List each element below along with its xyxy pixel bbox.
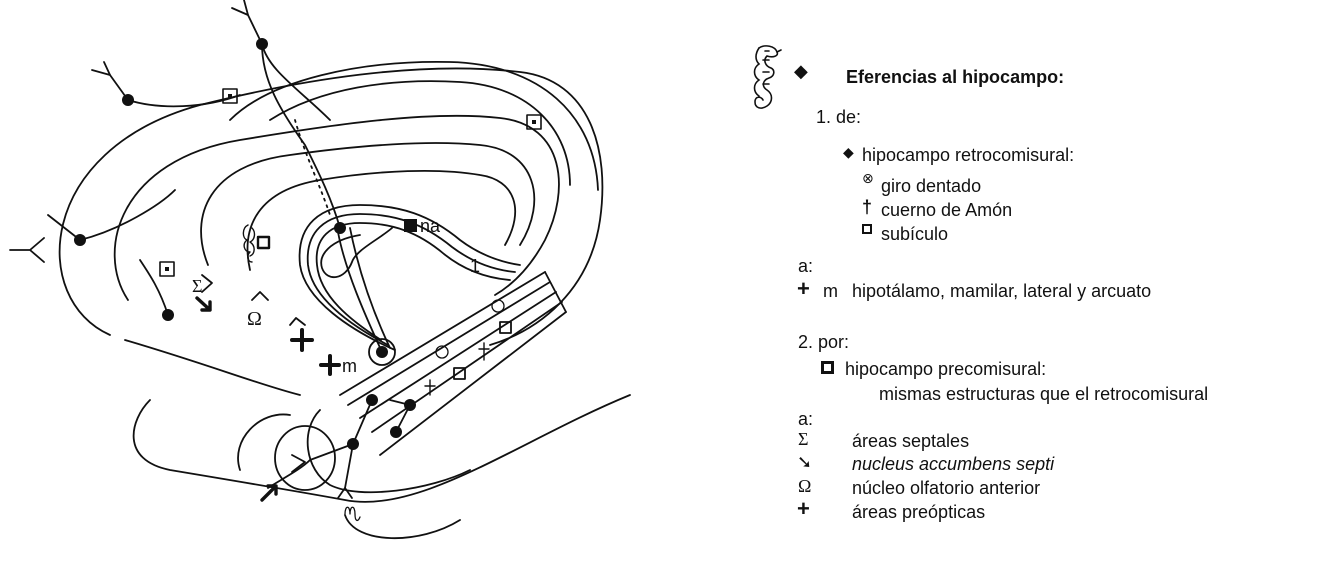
septal-hook (321, 228, 392, 277)
legend-title: Eferencias al hipocampo: (846, 68, 1064, 86)
lower-fiber-3 (345, 444, 353, 488)
hippocampal-efferents-diagram: na 1 m Σ Ω (0, 0, 650, 561)
section-2-a-label: a: (798, 410, 813, 428)
accumbens-arrow-icon: ➘ (797, 453, 812, 471)
lower-fiber-4 (268, 460, 310, 488)
terminal-dot-5 (334, 222, 346, 234)
fiber-1 (248, 15, 330, 120)
section-1-a-label: a: (798, 257, 813, 275)
synapse-3 (10, 238, 44, 262)
open-square-icon (862, 224, 872, 234)
section-1-target: hipotálamo, mamilar, lateral y arcuato (852, 282, 1151, 300)
target-nucleus-accumbens: nucleus accumbens septi (852, 455, 1054, 473)
target-preoptic-areas: áreas preópticas (852, 503, 985, 521)
hippocampal-tract-5 (380, 312, 566, 455)
accumbens-arrow (197, 298, 210, 310)
omega-icon: Ω (798, 477, 811, 495)
sigma-icon: Σ (798, 430, 808, 448)
section-1-item-2: cuerno de Amón (881, 201, 1012, 219)
terminal-dot-1 (256, 38, 268, 50)
brainstem-outline (125, 340, 300, 395)
diamond-icon: ◆ (794, 62, 808, 80)
target-olfactory-nucleus: núcleo olfatorio anterior (852, 479, 1040, 497)
lower-outline (134, 395, 630, 502)
precommissural-square (258, 237, 269, 248)
section-1-item-1: giro dentado (881, 177, 981, 195)
dentate-marker-1 (492, 300, 504, 312)
legend-panel: ◆ Eferencias al hipocampo: 1. de: ◆ hipo… (735, 0, 1318, 561)
amygdala-body (275, 426, 335, 490)
section-2-source-detail: mismas estructuras que el retrocomisural (879, 385, 1208, 403)
section-1-source: hipocampo retrocomisural: (862, 146, 1074, 164)
fiber-4 (140, 260, 168, 315)
filled-square-marker (404, 219, 417, 232)
plus-icon: + (797, 278, 810, 300)
label-m: m (342, 356, 357, 376)
label-na: na (420, 216, 441, 236)
amygdala-contour (238, 414, 290, 470)
dagger-marker-2 (425, 380, 435, 395)
dotted-fiber (295, 120, 330, 215)
dagger-icon: † (862, 198, 872, 216)
section-2-source: hipocampo precomisural: (845, 360, 1046, 378)
terminal-dot-3 (74, 234, 86, 246)
hippocampal-tract-4 (372, 302, 562, 432)
synapse-1 (232, 0, 248, 15)
diagram-canvas: na 1 m Σ Ω (0, 0, 650, 561)
plus-marker-1 (292, 330, 312, 350)
diamond-icon: ◆ (843, 145, 854, 159)
label-sigma: Σ (192, 276, 202, 296)
terminal-dot-2 (122, 94, 134, 106)
section-1-target-symbol: m (823, 282, 838, 300)
label-omega: Ω (247, 308, 262, 330)
synapse-7 (252, 292, 268, 300)
plus-marker-2 (321, 356, 339, 374)
label-one: 1 (470, 256, 480, 276)
section-1-item-3: subículo (881, 225, 948, 243)
synapse-8 (290, 318, 305, 325)
terminal-dot-4 (162, 309, 174, 321)
dentate-gyrus-icon: ⊗ (862, 171, 874, 185)
synapse-6 (202, 275, 212, 292)
synapse-2 (92, 62, 110, 75)
hippocampal-tract-3 (360, 292, 556, 418)
descending-fiber (262, 44, 340, 228)
cortex-outline (60, 68, 603, 345)
precommissural-square-icon (821, 361, 834, 374)
fornix-column (338, 232, 382, 352)
seahorse-icon (745, 42, 783, 122)
fiber-3 (48, 190, 175, 240)
section-1-number: 1. de: (816, 108, 861, 126)
plus-icon: + (797, 498, 810, 520)
section-2-number: 2. por: (798, 333, 849, 351)
terminal-dot-6 (376, 346, 388, 358)
target-septal-areas: áreas septales (852, 432, 969, 450)
corpus-callosum-band (201, 143, 534, 265)
uncus-contour (345, 515, 460, 538)
